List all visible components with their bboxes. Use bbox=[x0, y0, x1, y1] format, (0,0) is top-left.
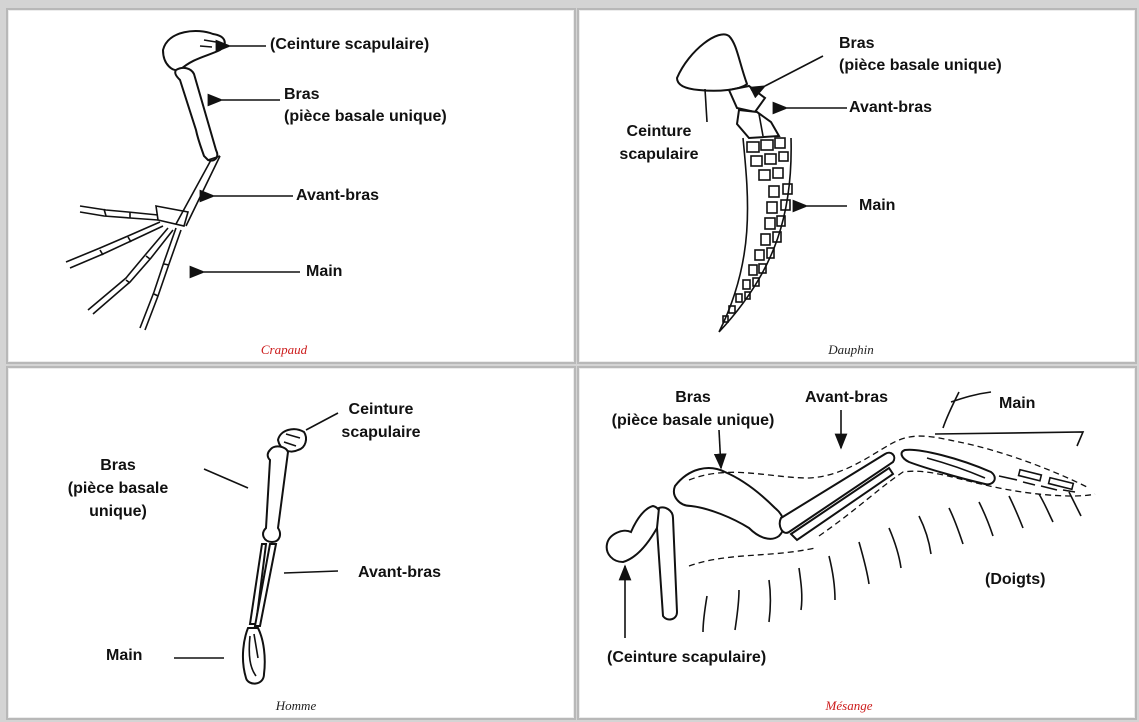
label-avant-bras: Avant-bras bbox=[805, 388, 888, 407]
label-bras-detail: (pièce basale unique) bbox=[284, 107, 447, 126]
label-ceinture-scapulaire: scapulaire bbox=[607, 145, 711, 164]
label-bras: Bras bbox=[48, 456, 188, 475]
caption-mesange: Mésange bbox=[749, 698, 949, 714]
crapaud-skeleton-drawing bbox=[8, 10, 574, 362]
label-bras: Bras bbox=[284, 85, 320, 104]
panel-crapaud: (Ceinture scapulaire) Bras (pièce basale… bbox=[6, 8, 576, 364]
label-ceinture-scapulaire: scapulaire bbox=[326, 423, 436, 442]
caption-crapaud: Crapaud bbox=[184, 342, 384, 358]
label-main: Main bbox=[999, 394, 1035, 413]
label-bras-detail: (pièce basale unique) bbox=[839, 56, 1002, 75]
label-bras: Bras bbox=[583, 388, 803, 407]
label-ceinture-scapulaire: (Ceinture scapulaire) bbox=[270, 35, 429, 54]
homme-skeleton-drawing bbox=[8, 368, 574, 718]
panel-mesange: Bras (pièce basale unique) Avant-bras Ma… bbox=[577, 366, 1137, 720]
caption-dauphin: Dauphin bbox=[751, 342, 951, 358]
label-ceinture-scapulaire: (Ceinture scapulaire) bbox=[607, 648, 766, 667]
label-avant-bras: Avant-bras bbox=[296, 186, 379, 205]
label-main: Main bbox=[106, 646, 142, 665]
label-ceinture: Ceinture bbox=[326, 400, 436, 419]
panel-dauphin: Bras (pièce basale unique) Avant-bras Ce… bbox=[577, 8, 1137, 364]
caption-homme: Homme bbox=[196, 698, 396, 714]
label-avant-bras: Avant-bras bbox=[849, 98, 932, 117]
label-doigts: (Doigts) bbox=[985, 570, 1045, 589]
label-bras-detail: (pièce basale unique) bbox=[583, 411, 803, 430]
panel-homme: Ceinture scapulaire Bras (pièce basale u… bbox=[6, 366, 576, 720]
label-bras: Bras bbox=[839, 34, 875, 53]
label-main: Main bbox=[859, 196, 895, 215]
label-bras-detail: (pièce basale bbox=[48, 479, 188, 498]
label-main: Main bbox=[306, 262, 342, 281]
label-bras-detail-2: unique) bbox=[48, 502, 188, 521]
label-avant-bras: Avant-bras bbox=[358, 563, 441, 582]
label-ceinture: Ceinture bbox=[607, 122, 711, 141]
